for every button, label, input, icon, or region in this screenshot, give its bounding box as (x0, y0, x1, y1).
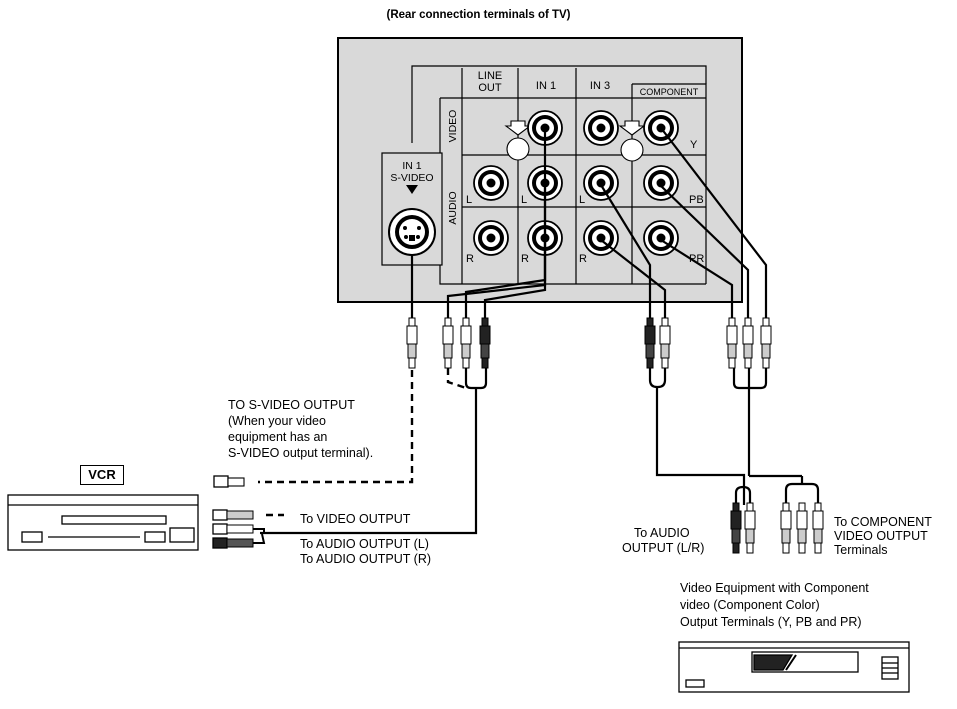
plug-eq-audio-r (744, 502, 756, 554)
svideo-in1-label: IN 1 (402, 160, 421, 172)
equipment-label-1: Video Equipment with Component (680, 581, 869, 595)
jack-line-out-r[interactable] (473, 220, 509, 256)
plug-in3-r (659, 317, 671, 369)
diagram-title: (Rear connection terminals of TV) (386, 9, 571, 21)
jack-label-r-in3: R (579, 253, 587, 265)
plug-in1-l (460, 317, 472, 369)
jack-label-y: Y (690, 139, 698, 151)
jack-label-pb: PB (689, 194, 704, 206)
to-video-output-label: To VIDEO OUTPUT (300, 512, 411, 526)
plug-in1-r (442, 317, 454, 369)
jack-component-pb[interactable] (643, 165, 679, 201)
plug-svideo (406, 317, 418, 369)
jack-letters: L L L R R R Y PB PR (466, 139, 704, 265)
dashed-cables (258, 368, 467, 517)
to-audio-output-l-label: To AUDIO OUTPUT (L) (300, 537, 429, 551)
cable-plugs (406, 317, 824, 554)
plug-comp-y (760, 317, 772, 369)
jack-label-l-in3: L (579, 194, 585, 206)
svideo-label: S-VIDEO (390, 172, 433, 184)
to-audio-lr-label-2: OUTPUT (L/R) (622, 541, 705, 555)
plug-comp-pr (726, 317, 738, 369)
svideo-output-label-4: S-VIDEO output terminal). (228, 446, 374, 460)
to-audio-output-r-label: To AUDIO OUTPUT (R) (300, 552, 432, 566)
rca-jacks (473, 110, 679, 256)
line-out-label: LINE (478, 70, 502, 82)
svideo-output-label-1: TO S-VIDEO OUTPUT (228, 398, 355, 412)
vcr-plugs (212, 475, 266, 549)
to-component-label-3: Terminals (834, 543, 888, 557)
jack-in3-video[interactable] (583, 110, 619, 146)
plug-eq-audio-l (730, 502, 742, 554)
plug-eq-pr (812, 502, 824, 554)
svideo-jack[interactable] (388, 208, 436, 256)
plug-comp-pb (742, 317, 754, 369)
line-out-indicator (504, 120, 646, 162)
jack-label-l-left: L (466, 194, 472, 206)
line-out-label-2: OUT (478, 82, 502, 94)
audio-label: AUDIO (447, 191, 459, 224)
to-component-label-2: VIDEO OUTPUT (834, 529, 928, 543)
video-label: VIDEO (447, 110, 459, 143)
in3-label: IN 3 (590, 80, 610, 92)
equipment-label-3: Output Terminals (Y, PB and PR) (680, 615, 862, 629)
jack-label-r-left: R (466, 253, 474, 265)
plug-eq-y (780, 502, 792, 554)
svideo-arrow-icon (406, 185, 418, 194)
jack-line-out-l[interactable] (473, 165, 509, 201)
panel-frame-lines (411, 65, 707, 285)
plug-eq-pb (796, 502, 808, 554)
component-label: COMPONENT (640, 87, 699, 97)
component-equipment (678, 641, 910, 693)
svideo-output-label-2: (When your video (228, 414, 326, 428)
plug-in1-video (479, 317, 491, 369)
in1-label: IN 1 (536, 80, 556, 92)
jack-component-pr[interactable] (643, 220, 679, 256)
plug-in3-l (644, 317, 656, 369)
cables (260, 125, 820, 535)
jack-label-r-in1: R (521, 253, 529, 265)
svideo-output-label-3: equipment has an (228, 430, 328, 444)
jack-label-pr: PR (689, 253, 704, 265)
jack-label-l-in1: L (521, 194, 527, 206)
to-audio-lr-label-1: To AUDIO (634, 526, 690, 540)
vcr-tag: VCR (80, 465, 124, 485)
equipment-label-2: video (Component Color) (680, 598, 820, 612)
to-component-label-1: To COMPONENT (834, 515, 932, 529)
vcr-device (7, 494, 199, 551)
jack-in3-l[interactable] (583, 165, 619, 201)
